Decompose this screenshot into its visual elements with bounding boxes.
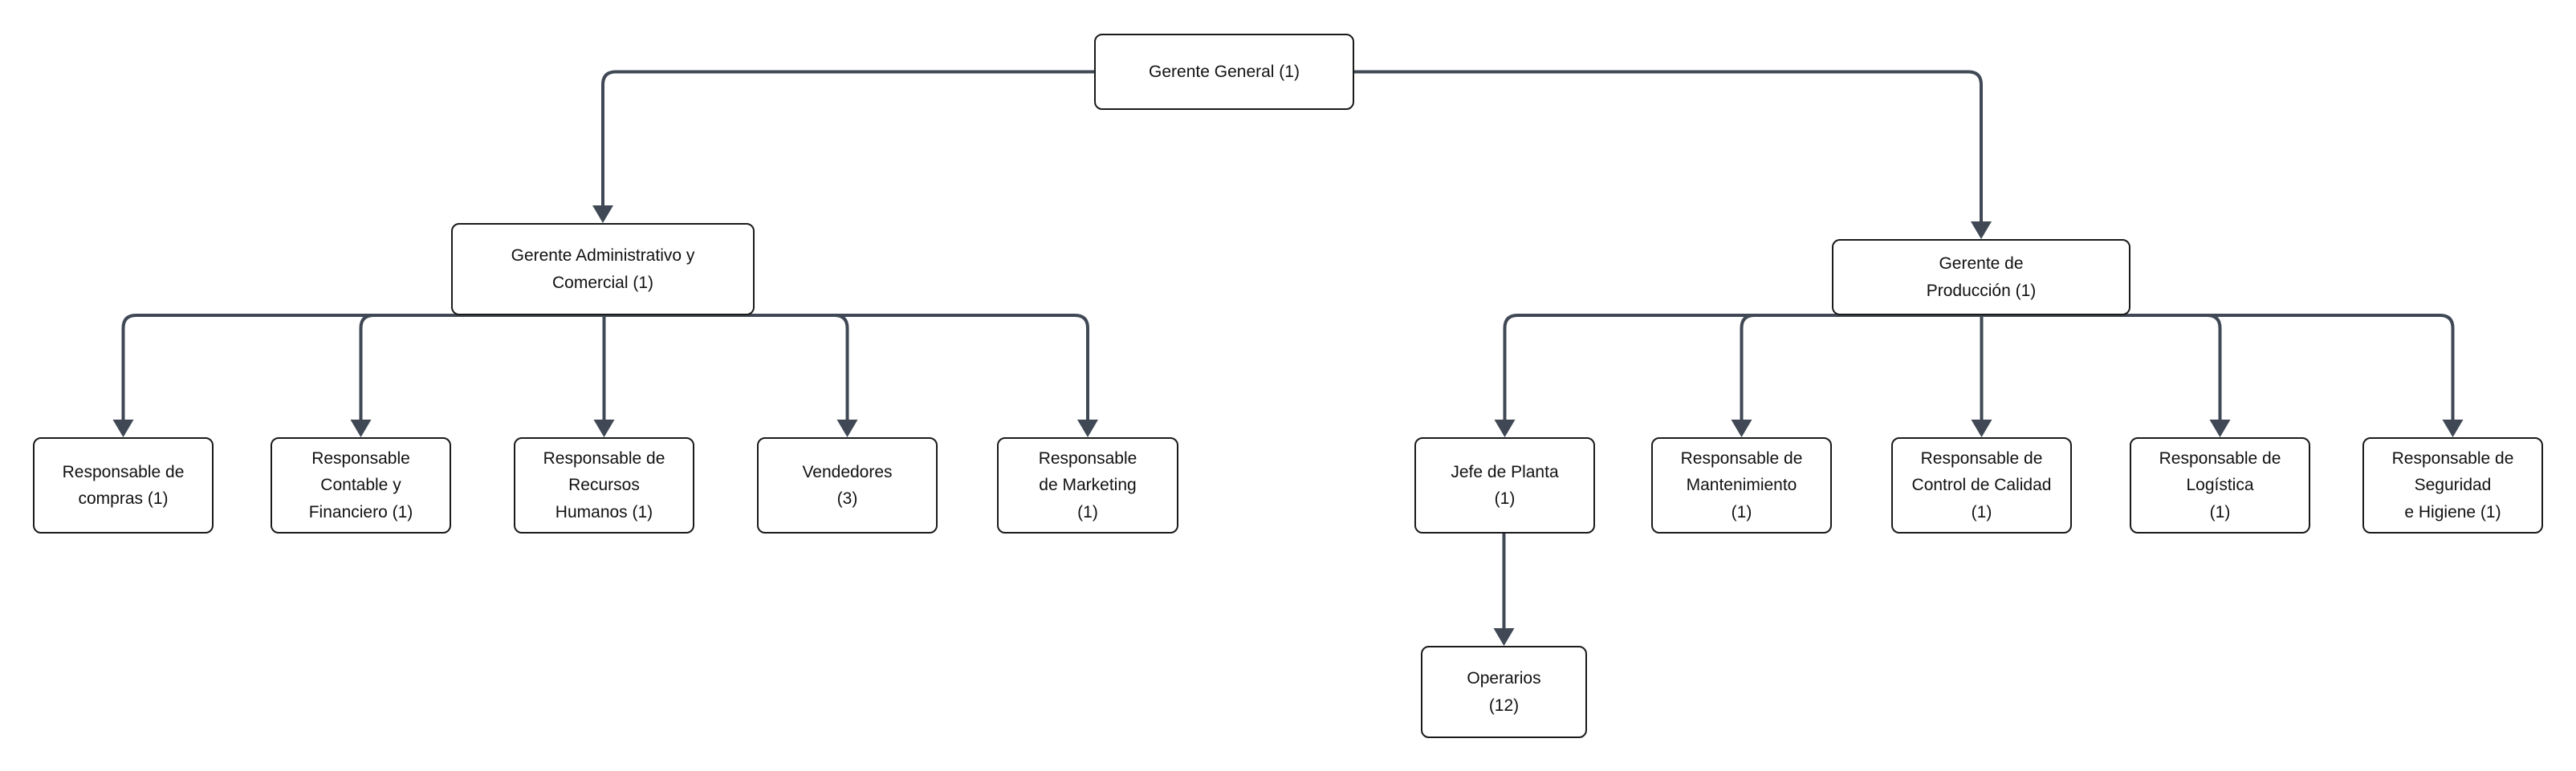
arrowhead-icon (112, 420, 134, 437)
arrowhead-icon (1731, 420, 1752, 437)
org-node-label: (1) (1971, 502, 1992, 521)
org-node-gerente-admin-comercial: Gerente Administrativo y Comercial (1) (451, 223, 755, 315)
org-node-label: (1) (1494, 489, 1516, 508)
org-node-label: Responsable de (543, 449, 665, 469)
org-node-label: Contable y (320, 476, 401, 495)
org-node-jefe-planta: Jefe de Planta (1) (1414, 437, 1595, 534)
org-node-label: Seguridad (2414, 476, 2492, 495)
org-node-label: Producción (1) (1926, 281, 2037, 300)
org-node-label: (12) (1488, 696, 1520, 715)
connector-path (834, 314, 849, 421)
connector-path (601, 70, 1094, 207)
org-node-label: de Marketing (1039, 476, 1137, 495)
org-node-label: Comercial (1) (551, 273, 654, 292)
org-node-label: Jefe de Planta (1451, 462, 1559, 481)
connector-path (1354, 70, 1983, 223)
arrowhead-icon (1494, 420, 1516, 437)
org-node-label: Responsable (1038, 449, 1137, 469)
arrowhead-icon (1971, 420, 1992, 437)
org-node-label: Responsable de (2391, 449, 2514, 469)
org-node-label: e Higiene (1) (2404, 502, 2501, 521)
org-node-label: Financiero (1) (308, 502, 413, 521)
org-node-label: (3) (836, 489, 858, 508)
org-node-label: Responsable de (2159, 449, 2281, 469)
org-node-resp-seguridad-higiene: Responsable de Seguridad e Higiene (1) (2362, 437, 2543, 534)
org-node-label: Gerente General (1) (1149, 62, 1300, 81)
connector-path (2207, 314, 2222, 421)
org-node-label: Control de Calidad (1911, 476, 2052, 495)
org-node-label: Vendedores (802, 462, 893, 481)
org-node-resp-marketing: Responsable de Marketing (1) (997, 437, 1178, 534)
org-node-label: Mantenimiento (1686, 476, 1797, 495)
org-node-label: Responsable de (62, 462, 185, 481)
org-node-resp-control-calidad: Responsable de Control de Calidad (1) (1891, 437, 2072, 534)
arrowhead-icon (350, 420, 372, 437)
org-node-label: Responsable (311, 449, 410, 469)
arrowhead-icon (1077, 420, 1098, 437)
arrowhead-icon (2209, 420, 2231, 437)
arrowhead-icon (1493, 628, 1515, 646)
org-node-label: compras (1) (78, 489, 169, 508)
org-node-label: Logística (2186, 476, 2254, 495)
org-node-label: (1) (1077, 502, 1098, 521)
org-node-label: Gerente Administrativo y (511, 246, 695, 266)
org-node-label: Recursos (568, 476, 640, 495)
org-node-vendedores: Vendedores (3) (757, 437, 938, 534)
arrowhead-icon (2442, 420, 2464, 437)
org-node-label: Gerente de (1939, 254, 2024, 274)
arrowhead-icon (1971, 221, 1992, 239)
org-node-label: Responsable de (1920, 449, 2043, 469)
connector-path (1503, 314, 2455, 329)
org-node-label: Humanos (1) (555, 502, 653, 521)
connector-path (1740, 314, 1755, 421)
arrowhead-icon (593, 420, 615, 437)
org-node-gerente-general: Gerente General (1) (1094, 34, 1354, 110)
arrowhead-icon (592, 205, 613, 223)
org-node-label: Responsable de (1680, 449, 1803, 469)
org-node-label: (1) (1731, 502, 1752, 521)
org-node-resp-logistica: Responsable de Logística (1) (2130, 437, 2310, 534)
org-node-gerente-produccion: Gerente de Producción (1) (1832, 239, 2130, 315)
connector-path (359, 314, 374, 421)
org-node-operarios: Operarios (12) (1421, 646, 1587, 738)
org-node-label: Operarios (1467, 669, 1541, 688)
arrowhead-icon (836, 420, 858, 437)
org-node-label: (1) (2209, 502, 2231, 521)
org-node-resp-mantenimiento: Responsable de Mantenimiento (1) (1651, 437, 1832, 534)
org-node-resp-compras: Responsable de compras (1) (33, 437, 214, 534)
